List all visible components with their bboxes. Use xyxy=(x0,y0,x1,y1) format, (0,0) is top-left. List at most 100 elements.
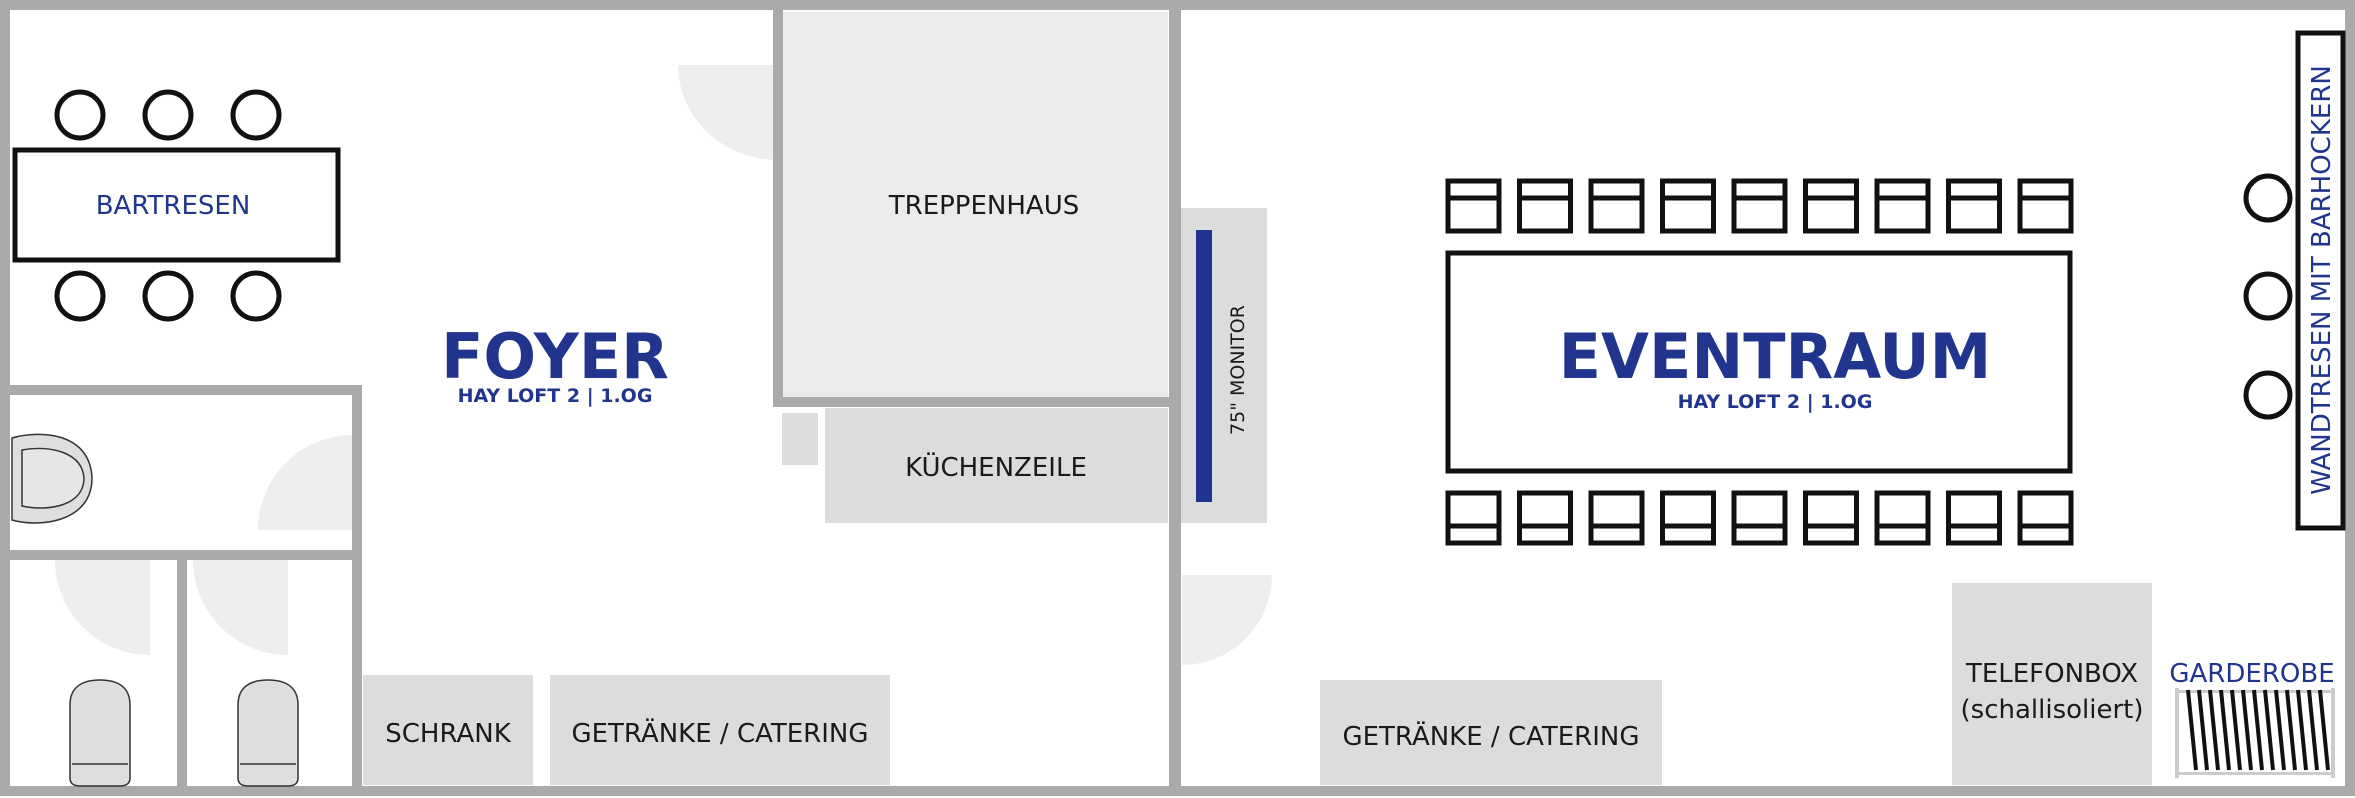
chair-icon xyxy=(1660,178,1716,234)
door-swing-treppenhaus xyxy=(678,65,778,160)
conference-area xyxy=(1445,178,2074,546)
chair-icon xyxy=(1874,490,1931,546)
eventraum-title: EVENTRAUM xyxy=(1559,320,1992,393)
telefonbox-block xyxy=(1952,583,2152,785)
monitor-label: 75" MONITOR xyxy=(1227,305,1249,435)
toilet-left-icon xyxy=(69,679,131,787)
schrank-label: SCHRANK xyxy=(385,719,511,749)
chairs-bottom xyxy=(1445,490,2074,546)
chair-icon xyxy=(2017,490,2074,546)
chair-seat xyxy=(1588,178,1645,234)
door-swing-toilet-left xyxy=(55,560,150,655)
hangers-icon xyxy=(2186,689,2330,771)
chair-icon xyxy=(1660,490,1716,546)
garderobe-rack xyxy=(2175,688,2335,778)
chair-seat xyxy=(1803,490,1859,546)
wandtresen-label: WANDTRESEN MIT BARHOCKERN xyxy=(2307,65,2337,495)
chair-seat xyxy=(1946,490,2002,546)
foyer-subtitle: HAY LOFT 2 | 1.OG xyxy=(458,385,653,407)
hanger-line xyxy=(2230,689,2242,771)
kuechenzeile-block xyxy=(825,408,1168,523)
hanger-line xyxy=(2219,689,2231,771)
hanger-line xyxy=(2285,689,2297,771)
eventraum-subtitle: HAY LOFT 2 | 1.OG xyxy=(1678,391,1873,413)
garderobe-rail-bottom xyxy=(2175,772,2335,775)
chairs-top xyxy=(1445,178,2074,234)
telefonbox-note: (schallisoliert) xyxy=(1961,695,2144,725)
schrank-block xyxy=(363,675,533,785)
catering-event-block xyxy=(1320,680,1662,785)
treppenhaus-block xyxy=(780,12,1168,400)
barstool-icon xyxy=(142,89,194,141)
door-swing-eventraum xyxy=(1182,575,1272,665)
chair-seat xyxy=(2017,178,2074,234)
toilet-right-icon xyxy=(237,679,299,787)
hanger-line xyxy=(2208,689,2220,771)
barstool-icon xyxy=(230,270,282,322)
treppenhaus-label: TREPPENHAUS xyxy=(888,191,1079,221)
barstool-icon xyxy=(230,89,282,141)
catering-event-label: GETRÄNKE / CATERING xyxy=(1342,720,1639,752)
garderobe-post-right xyxy=(2331,688,2335,778)
chair-icon xyxy=(1946,178,2002,234)
door-swing-wc xyxy=(258,435,352,530)
barstool-icon xyxy=(142,270,194,322)
chair-seat xyxy=(1731,490,1788,546)
wandtresen-counter xyxy=(2295,30,2346,531)
hanger-line xyxy=(2307,689,2319,771)
chair-seat xyxy=(1660,178,1716,234)
sanitary xyxy=(11,433,299,787)
hanger-line xyxy=(2296,689,2308,771)
chair-icon xyxy=(1803,178,1859,234)
catering-foyer-label: GETRÄNKE / CATERING xyxy=(571,717,868,749)
chair-seat xyxy=(1731,178,1788,234)
chair-seat xyxy=(1874,490,1931,546)
bar-area xyxy=(12,89,341,322)
chair-seat xyxy=(1588,490,1645,546)
kuechenzeile-label: KÜCHENZEILE xyxy=(905,451,1087,483)
hanger-line xyxy=(2197,689,2209,771)
conference-table xyxy=(1445,250,2073,474)
chair-icon xyxy=(1946,490,2002,546)
bartresen-counter xyxy=(12,147,341,263)
chair-icon xyxy=(1874,178,1931,234)
kitchen-small-block xyxy=(782,413,818,465)
hanger-line xyxy=(2263,689,2275,771)
telefonbox-label: TELEFONBOX xyxy=(1965,659,2138,689)
chair-seat xyxy=(1803,178,1859,234)
foyer-title: FOYER xyxy=(441,320,669,393)
barstool-icon xyxy=(54,270,106,322)
chair-icon xyxy=(1731,490,1788,546)
barstool-icon xyxy=(2243,370,2293,420)
barstool-icon xyxy=(2243,173,2293,223)
chair-seat xyxy=(1874,178,1931,234)
chair-icon xyxy=(1445,178,1502,234)
barstool-icon xyxy=(2243,271,2293,321)
chair-seat xyxy=(2017,490,2074,546)
door-swing-toilet-right xyxy=(193,560,288,655)
hanger-line xyxy=(2186,689,2198,771)
hanger-line xyxy=(2274,689,2286,771)
wall-counter-area xyxy=(2243,30,2346,531)
chair-icon xyxy=(1731,178,1788,234)
monitor-screen xyxy=(1196,230,1212,502)
chair-icon xyxy=(1803,490,1859,546)
chair-seat xyxy=(1946,178,2002,234)
chair-icon xyxy=(1445,490,1502,546)
chair-seat xyxy=(1445,490,1502,546)
monitor-wall-block xyxy=(1180,208,1267,523)
chair-icon xyxy=(1588,490,1645,546)
catering-foyer-block xyxy=(550,675,890,785)
chair-seat xyxy=(1445,178,1502,234)
door-swings xyxy=(55,65,1272,665)
hanger-line xyxy=(2318,689,2330,771)
bartresen-label: BARTRESEN xyxy=(96,191,251,221)
chair-seat xyxy=(1517,178,1573,234)
garderobe-post-left xyxy=(2175,688,2179,778)
hanger-line xyxy=(2241,689,2253,771)
chair-icon xyxy=(2017,178,2074,234)
chair-icon xyxy=(1517,490,1573,546)
chair-seat xyxy=(1517,490,1573,546)
